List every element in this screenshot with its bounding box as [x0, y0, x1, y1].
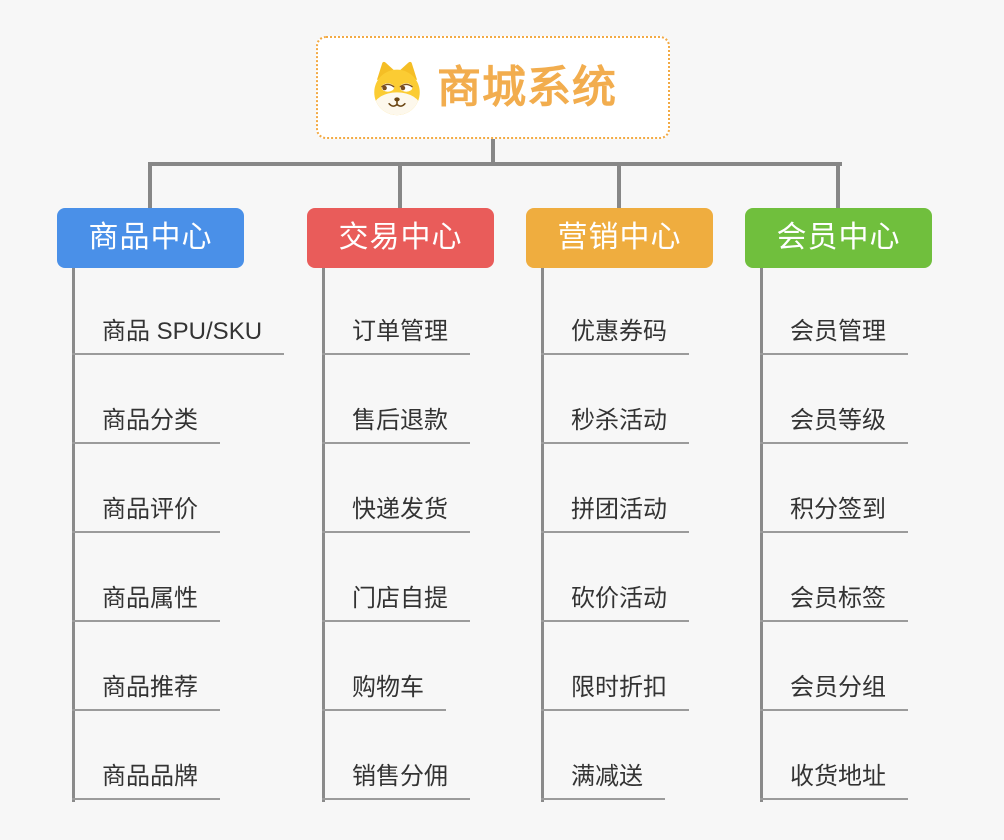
branch-header-label: 商品中心 — [88, 221, 213, 254]
mindmap-item[interactable]: 商品分类 — [72, 405, 220, 444]
mindmap-item[interactable]: 收货地址 — [760, 761, 908, 800]
branch-header-label: 会员中心 — [776, 221, 901, 254]
mindmap-item[interactable]: 购物车 — [322, 672, 446, 711]
mindmap-item[interactable]: 会员分组 — [760, 672, 908, 711]
connector-horizontal-bar — [148, 162, 842, 166]
branch-trunk-line — [541, 268, 544, 802]
connector-branch-drop — [148, 162, 152, 208]
mindmap-item[interactable]: 拼团活动 — [541, 494, 689, 533]
mindmap-item[interactable]: 会员标签 — [760, 583, 908, 622]
mindmap-item[interactable]: 积分签到 — [760, 494, 908, 533]
mindmap-item[interactable]: 秒杀活动 — [541, 405, 689, 444]
branch-header-label: 营销中心 — [557, 221, 682, 254]
mindmap-item[interactable]: 会员管理 — [760, 316, 908, 355]
branch-header-0[interactable]: 商品中心 — [57, 208, 244, 268]
branch-header-1[interactable]: 交易中心 — [307, 208, 494, 268]
mindmap-item[interactable]: 限时折扣 — [541, 672, 689, 711]
connector-branch-drop — [836, 162, 840, 208]
mindmap-item[interactable]: 销售分佣 — [322, 761, 470, 800]
mindmap-item[interactable]: 优惠券码 — [541, 316, 689, 355]
mindmap-item[interactable]: 商品品牌 — [72, 761, 220, 800]
shiba-dog-icon — [369, 57, 425, 119]
root-node[interactable]: 商城系统 — [316, 36, 670, 139]
mindmap-item[interactable]: 快递发货 — [322, 494, 470, 533]
mindmap-item[interactable]: 订单管理 — [322, 316, 470, 355]
mindmap-item[interactable]: 售后退款 — [322, 405, 470, 444]
branch-trunk-line — [322, 268, 325, 802]
root-title: 商城系统 — [437, 62, 617, 112]
connector-root-trunk — [491, 139, 495, 166]
mindmap-item[interactable]: 商品推荐 — [72, 672, 220, 711]
mindmap-item[interactable]: 门店自提 — [322, 583, 470, 622]
connector-branch-drop — [398, 162, 402, 208]
mindmap-item[interactable]: 商品 SPU/SKU — [72, 316, 285, 355]
branch-trunk-line — [760, 268, 763, 802]
branch-trunk-line — [72, 268, 75, 802]
mindmap-item[interactable]: 满减送 — [541, 761, 665, 800]
mindmap-item[interactable]: 会员等级 — [760, 405, 908, 444]
mindmap-item[interactable]: 商品评价 — [72, 494, 220, 533]
mindmap-item[interactable]: 商品属性 — [72, 583, 220, 622]
branch-header-3[interactable]: 会员中心 — [745, 208, 932, 268]
branch-header-label: 交易中心 — [338, 221, 463, 254]
branch-header-2[interactable]: 营销中心 — [526, 208, 713, 268]
mindmap-item[interactable]: 砍价活动 — [541, 583, 689, 622]
connector-branch-drop — [617, 162, 621, 208]
